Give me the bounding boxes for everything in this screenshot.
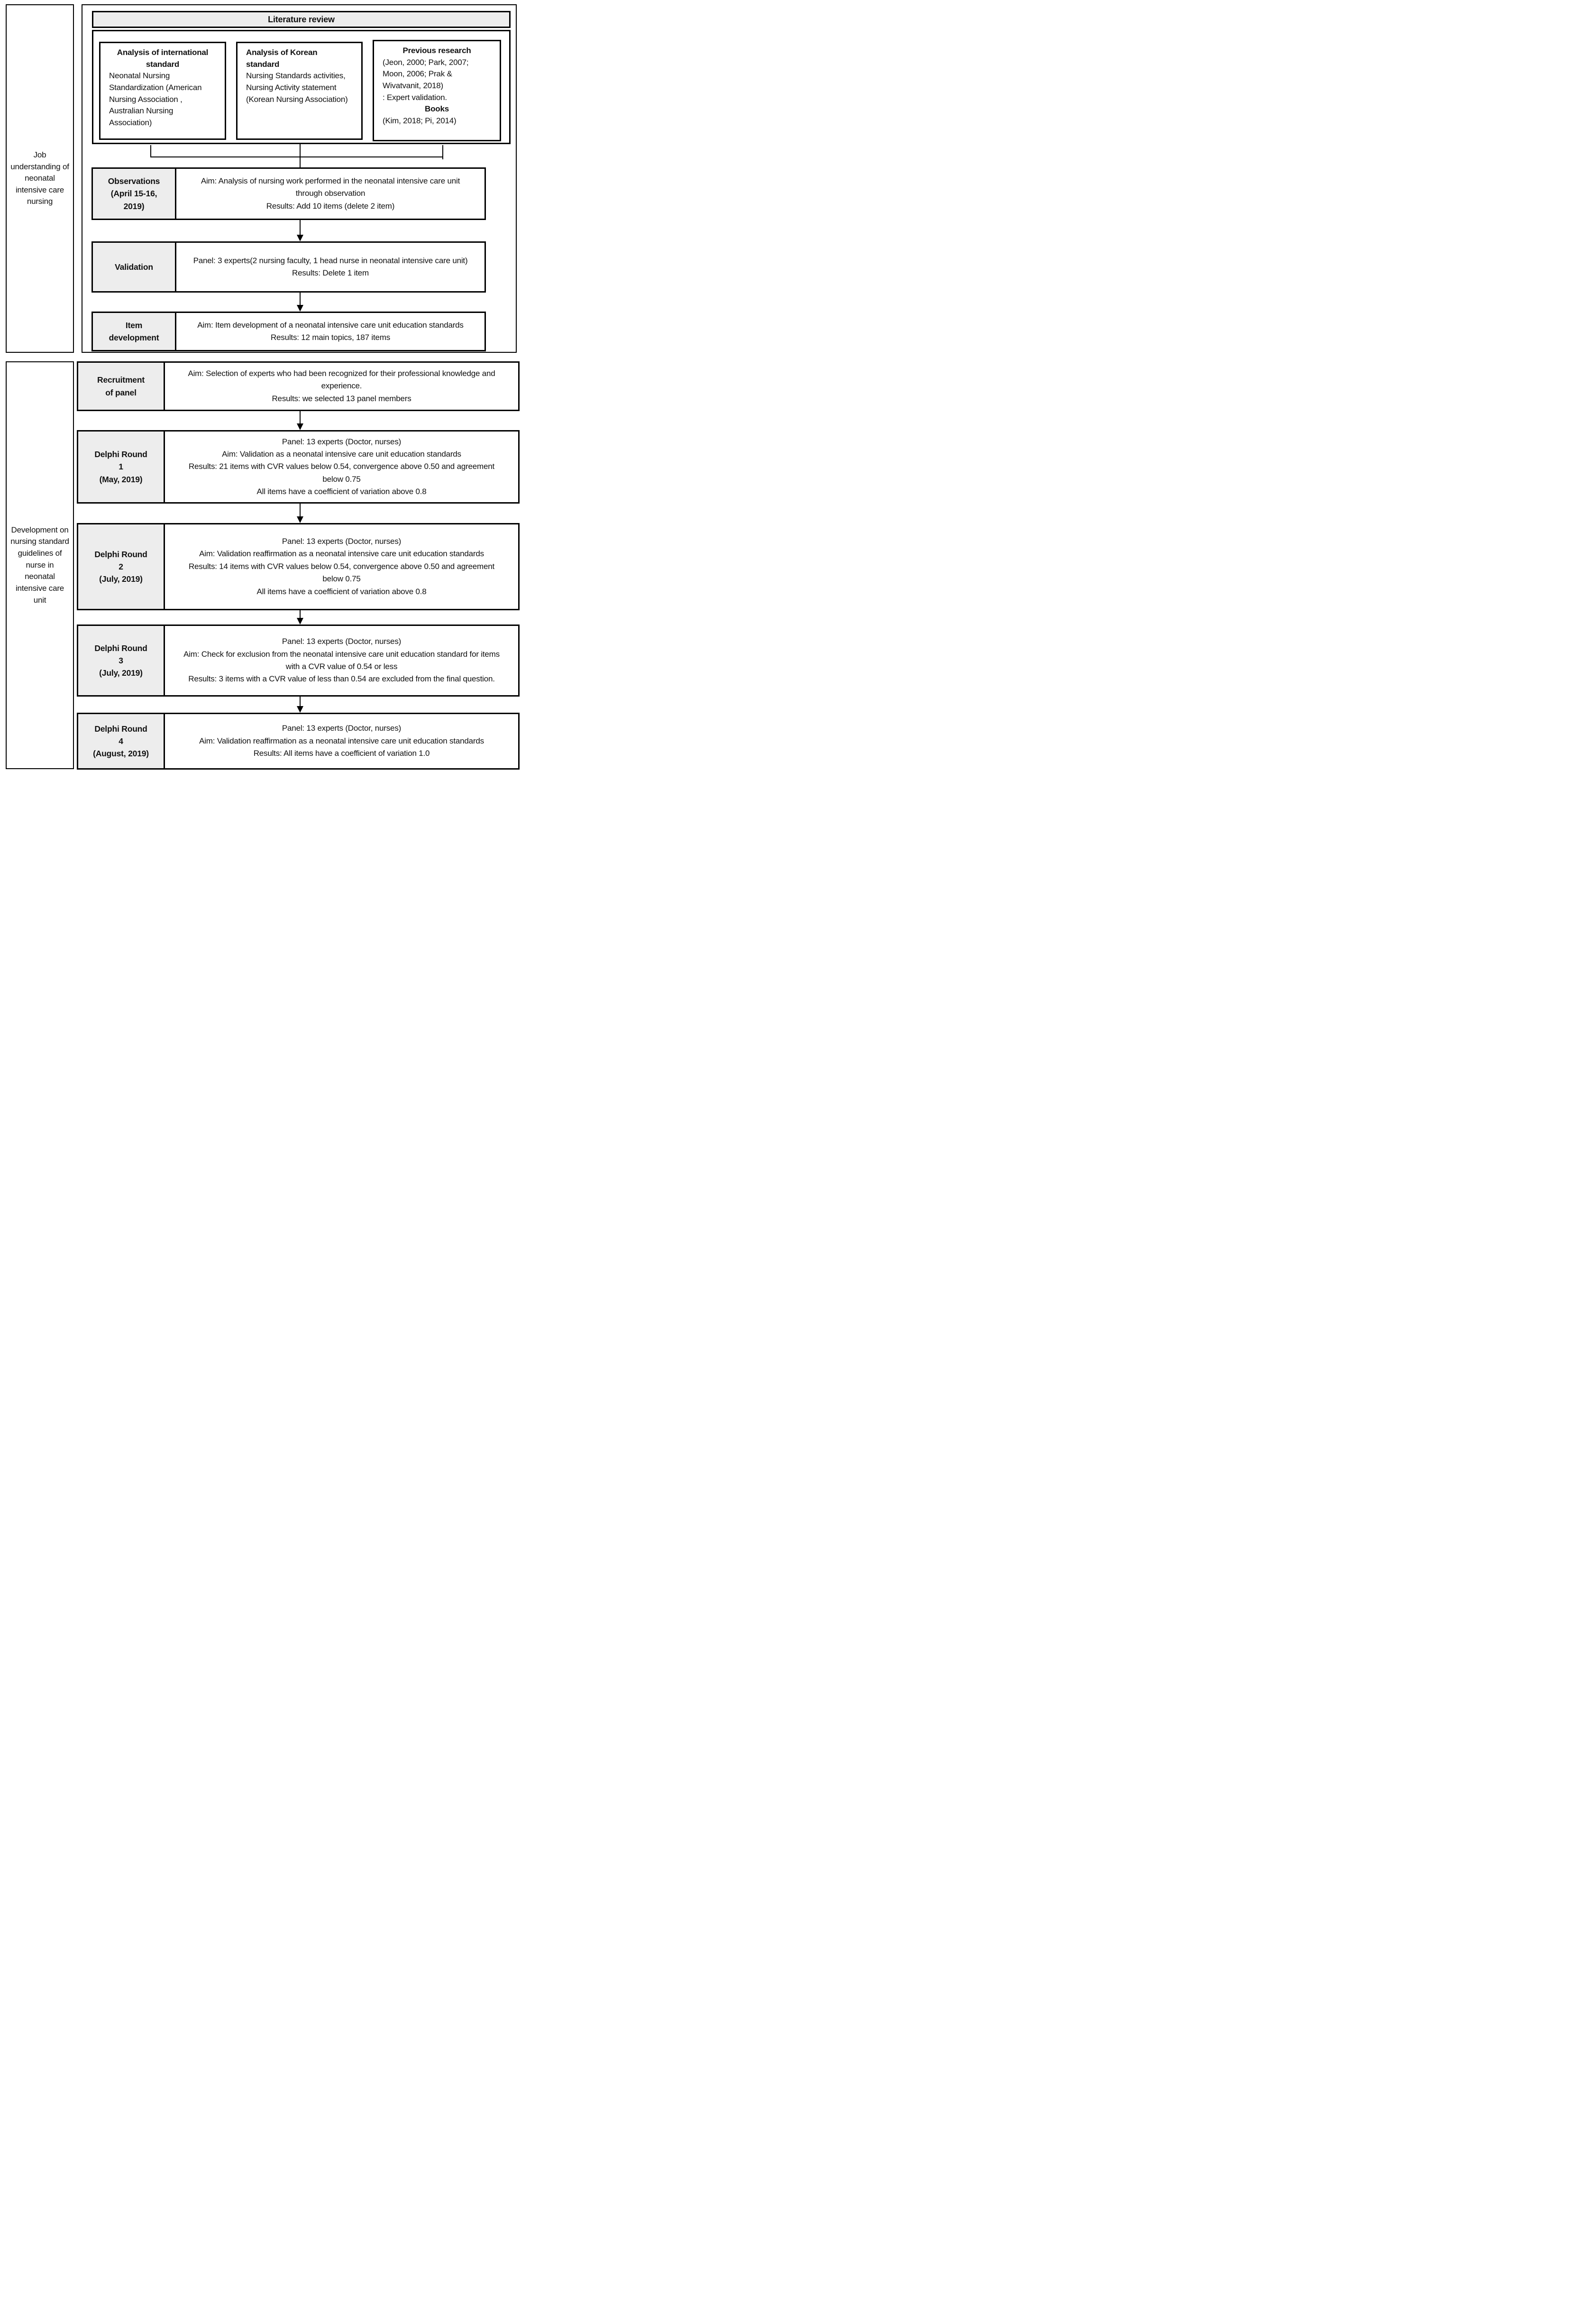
row-content-delphi-round-1: Panel: 13 experts (Doctor, nurses) Aim: … <box>165 432 518 502</box>
lit-box-previous-research: Previous research (Jeon, 2000; Park, 200… <box>373 40 501 141</box>
row-content-observations: Aim: Analysis of nursing work performed … <box>176 169 484 219</box>
row-content-line: Panel: 13 experts (Doctor, nurses) <box>282 537 402 546</box>
row-label-line: Delphi Round <box>94 450 147 459</box>
row-label-item-development: Item development <box>93 313 176 350</box>
row-content-line: Results: Delete 1 item <box>292 268 369 277</box>
down-arrow-delphi3-to-delphi4 <box>297 697 303 713</box>
flow-row-observations: Observations (April 15-16, 2019) Aim: An… <box>91 167 486 220</box>
row-label-line: Delphi Round <box>94 643 147 653</box>
row-label-line: (July, 2019) <box>99 574 143 584</box>
row-content-line: Aim: Selection of experts who had been r… <box>188 368 495 391</box>
row-label-line: Observations <box>108 176 160 186</box>
row-label-line: 4 <box>119 736 123 746</box>
section1-container <box>82 4 517 353</box>
connector-bracket-center-line <box>300 144 301 170</box>
row-label-line: Delphi Round <box>94 549 147 559</box>
literature-review-header: Literature review <box>92 11 511 28</box>
lit-box-international-body: Neonatal Nursing Standardization (Americ… <box>109 71 202 127</box>
row-content-line: Results: 12 main topics, 187 items <box>270 333 391 342</box>
row-label-line: 2 <box>119 561 123 571</box>
row-label-delphi-round-2: Delphi Round 2 (July, 2019) <box>78 524 165 609</box>
row-content-line: Results: Add 10 items (delete 2 item) <box>266 201 395 211</box>
down-arrow-recruitment-to-delphi1 <box>297 411 303 430</box>
connector-bracket-horizontal <box>150 156 443 157</box>
row-label-line: 1 <box>119 462 123 472</box>
row-content-line: Results: 14 items with CVR values below … <box>188 561 495 584</box>
row-label-line: (August, 2019) <box>93 749 149 759</box>
row-content-line: Aim: Validation as a neonatal intensive … <box>222 449 461 459</box>
down-arrow-observations-to-validation <box>297 220 303 241</box>
flow-row-item-development: Item development Aim: Item development o… <box>91 312 486 351</box>
flow-row-delphi-round-3: Delphi Round 3 (July, 2019) Panel: 13 ex… <box>77 625 520 697</box>
row-content-delphi-round-4: Panel: 13 experts (Doctor, nurses) Aim: … <box>165 714 518 768</box>
down-arrow-delphi2-to-delphi3 <box>297 610 303 625</box>
lit-box-korean-heading: Analysis of Korean standard <box>246 48 318 69</box>
lit-box-books-citations: (Kim, 2018; Pi, 2014) <box>383 116 457 125</box>
row-content-line: Results: we selected 13 panel members <box>272 394 411 403</box>
row-content-line: Aim: Item development of a neonatal inte… <box>197 320 464 330</box>
row-content-line: Results: 3 items with a CVR value of les… <box>188 674 495 684</box>
row-content-recruitment: Aim: Selection of experts who had been r… <box>165 363 518 410</box>
row-content-line: Aim: Validation reaffirmation as a neona… <box>199 736 484 745</box>
lit-box-korean-standard: Analysis of Korean standard Nursing Stan… <box>236 42 363 140</box>
side-label-job-understanding: Job understanding of neonatal intensive … <box>10 150 69 206</box>
connector-bracket-right-stub <box>442 145 443 159</box>
row-label-line: 3 <box>119 655 123 665</box>
lit-box-books-heading: Books <box>425 104 449 114</box>
row-content-line: Results: All items have a coefficient of… <box>253 749 430 758</box>
lit-box-previous-heading: Previous research <box>402 46 471 55</box>
row-content-line: Panel: 3 experts(2 nursing faculty, 1 he… <box>193 256 468 265</box>
lit-box-previous-citations: (Jeon, 2000; Park, 2007; Moon, 2006; Pra… <box>383 57 469 90</box>
row-content-line: Results: 21 items with CVR values below … <box>188 462 495 484</box>
row-content-line: All items have a coefficient of variatio… <box>256 487 427 496</box>
row-label-line: (May, 2019) <box>99 474 143 484</box>
row-content-line: Aim: Analysis of nursing work performed … <box>201 176 460 198</box>
row-content-line: Panel: 13 experts (Doctor, nurses) <box>282 437 402 446</box>
row-content-validation: Panel: 3 experts(2 nursing faculty, 1 he… <box>176 243 484 291</box>
flow-row-delphi-round-2: Delphi Round 2 (July, 2019) Panel: 13 ex… <box>77 523 520 610</box>
row-content-delphi-round-3: Panel: 13 experts (Doctor, nurses) Aim: … <box>165 626 518 695</box>
side-label-development: Development on nursing standard guidelin… <box>10 525 69 605</box>
flow-row-delphi-round-1: Delphi Round 1 (May, 2019) Panel: 13 exp… <box>77 430 520 504</box>
row-content-delphi-round-2: Panel: 13 experts (Doctor, nurses) Aim: … <box>165 524 518 609</box>
row-label-validation: Validation <box>93 243 176 291</box>
row-label-observations: Observations (April 15-16, 2019) <box>93 169 176 219</box>
flow-row-recruitment-of-panel: Recruitment of panel Aim: Selection of e… <box>77 361 520 411</box>
row-label-line: Validation <box>115 262 153 272</box>
row-content-line: Aim: Check for exclusion from the neonat… <box>183 649 500 671</box>
methodology-flowchart: Job understanding of neonatal intensive … <box>0 0 525 775</box>
lit-box-international-standard: Analysis of international standard Neona… <box>99 42 226 140</box>
row-label-delphi-round-3: Delphi Round 3 (July, 2019) <box>78 626 165 695</box>
row-content-line: All items have a coefficient of variatio… <box>256 587 427 596</box>
side-label-development-box: Development on nursing standard guidelin… <box>6 361 74 769</box>
down-arrow-delphi1-to-delphi2 <box>297 504 303 523</box>
flow-row-validation: Validation Panel: 3 experts(2 nursing fa… <box>91 241 486 293</box>
flow-row-delphi-round-4: Delphi Round 4 (August, 2019) Panel: 13 … <box>77 713 520 770</box>
lit-box-international-heading: Analysis of international standard <box>117 48 209 69</box>
row-label-line: 2019) <box>123 201 145 211</box>
row-label-delphi-round-1: Delphi Round 1 (May, 2019) <box>78 432 165 502</box>
row-content-line: Aim: Validation reaffirmation as a neona… <box>199 549 484 559</box>
side-label-job-understanding-box: Job understanding of neonatal intensive … <box>6 4 74 353</box>
row-label-delphi-round-4: Delphi Round 4 (August, 2019) <box>78 714 165 768</box>
row-label-line: Recruitment <box>97 375 145 385</box>
row-label-line: (July, 2019) <box>99 668 143 678</box>
row-content-line: Panel: 13 experts (Doctor, nurses) <box>282 637 402 646</box>
down-arrow-validation-to-item-development <box>297 293 303 312</box>
lit-box-korean-body: Nursing Standards activities, Nursing Ac… <box>246 71 348 104</box>
literature-review-title: Literature review <box>268 14 335 24</box>
row-label-line: (April 15-16, <box>110 189 157 199</box>
lit-box-previous-note: : Expert validation. <box>383 92 447 102</box>
connector-bracket-left-stub <box>150 145 151 157</box>
row-content-item-development: Aim: Item development of a neonatal inte… <box>176 313 484 350</box>
row-label-line: development <box>109 333 159 342</box>
row-label-line: Delphi Round <box>94 724 147 734</box>
row-label-recruitment: Recruitment of panel <box>78 363 165 410</box>
row-label-line: of panel <box>105 387 137 397</box>
row-content-line: Panel: 13 experts (Doctor, nurses) <box>282 724 402 733</box>
row-label-line: Item <box>125 320 143 330</box>
